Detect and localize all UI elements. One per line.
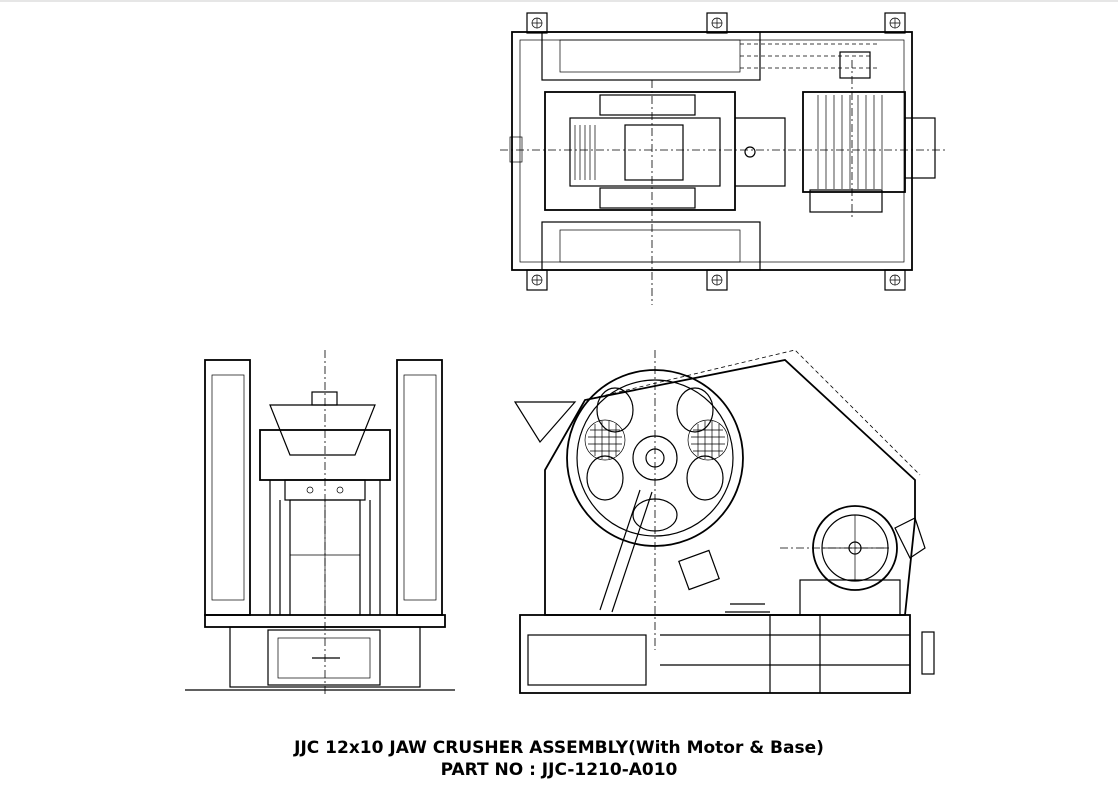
side-base — [519, 614, 911, 694]
counterweight-left — [584, 419, 626, 461]
drawing-caption: JJC 12x10 JAW CRUSHER ASSEMBLY(With Moto… — [0, 737, 1118, 781]
belt-guard-bottom — [541, 221, 761, 271]
front-view — [185, 350, 455, 695]
top-view — [500, 12, 945, 305]
counterweight-right — [687, 419, 729, 461]
drawer-front — [267, 629, 381, 686]
side-view — [513, 349, 935, 694]
part-number: PART NO : JJC-1210-A010 — [440, 760, 678, 780]
belt-guard-top — [541, 31, 761, 81]
crusher-body-top — [544, 91, 736, 211]
hopper-front — [269, 404, 376, 456]
crusher-frame-side — [544, 359, 916, 616]
hopper-side — [513, 401, 577, 444]
drawing-title: JJC 12x10 JAW CRUSHER ASSEMBLY(With Moto… — [294, 738, 824, 758]
top-border — [0, 0, 1118, 2]
bolt-pads — [526, 12, 906, 291]
